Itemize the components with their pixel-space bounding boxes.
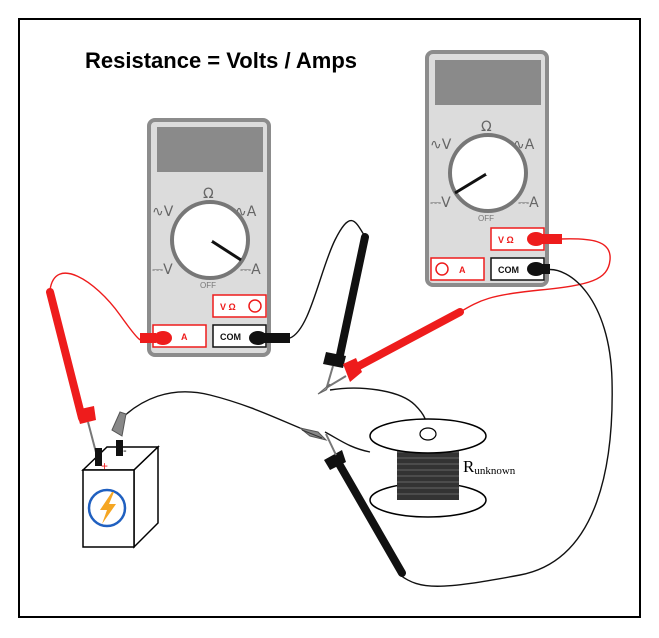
black-wire-battery-resistor <box>119 391 306 431</box>
ac-volts-label: ∿V <box>152 204 174 220</box>
ac-volts-label: ∿V <box>430 137 452 153</box>
battery-negative-clip <box>111 411 127 437</box>
meter-display <box>435 60 541 105</box>
multimeter-right: Ω ∿V ∿A ⎓V ⎓A OFF V Ω A COM <box>425 50 549 287</box>
ohm-symbol: Ω <box>203 186 214 202</box>
black-plug-right <box>527 262 550 276</box>
black-probe-lower[interactable] <box>324 433 406 577</box>
black-wire-left-com <box>289 219 365 339</box>
dc-amps-label: ⎓A <box>518 195 539 211</box>
v-ohm-jack-socket <box>248 299 262 313</box>
battery-negative-terminal[interactable] <box>116 440 123 456</box>
amps-jack-label: A <box>459 265 466 275</box>
red-probe-battery[interactable] <box>46 288 99 461</box>
black-probe-upper[interactable] <box>323 233 369 391</box>
dc-amps-label: ⎓A <box>240 262 261 278</box>
battery-positive-terminal[interactable] <box>95 448 102 466</box>
resistor-label-sub: unknown <box>474 465 515 477</box>
selector-pointer <box>209 238 242 262</box>
amps-jack[interactable] <box>430 257 485 281</box>
off-label: OFF <box>478 214 494 223</box>
resistor-label-main: R <box>463 457 475 476</box>
black-wire-right-com <box>399 268 613 587</box>
off-label: OFF <box>200 281 216 290</box>
selector-pointer <box>454 171 489 195</box>
red-wire-right <box>459 238 611 313</box>
probe-junction <box>317 383 331 395</box>
dc-volts-label: ⎓V <box>430 195 451 211</box>
spool-hole <box>419 427 437 441</box>
amps-jack-label: A <box>181 332 188 342</box>
resistor-label: Runknown <box>463 457 516 477</box>
multimeter-left: Ω ∿V ∿A ⎓V ⎓A OFF V Ω A COM <box>147 118 271 357</box>
red-plug-right <box>527 232 562 246</box>
com-jack-label: COM <box>220 332 241 342</box>
battery: + - <box>81 411 160 549</box>
red-probe-right[interactable] <box>325 308 464 389</box>
alligator-clip-resistor <box>299 427 328 441</box>
page-title: Resistance = Volts / Amps <box>85 48 357 73</box>
red-plug-left <box>140 331 172 345</box>
ohm-symbol: Ω <box>481 119 492 135</box>
v-ohm-jack-label: V Ω <box>220 302 236 312</box>
amps-jack-socket <box>435 262 449 276</box>
selector-hub <box>207 237 213 243</box>
lightning-bolt-icon <box>100 492 116 524</box>
com-jack-label: COM <box>498 265 519 275</box>
meter-display <box>157 127 263 172</box>
battery-minus-label: - <box>123 445 127 457</box>
resistor-bottom-lead <box>324 431 371 453</box>
v-ohm-jack-label: V Ω <box>498 235 514 245</box>
dc-volts-label: ⎓V <box>152 262 173 278</box>
resistor-spool: Runknown <box>369 418 516 518</box>
black-plug-left <box>249 331 290 345</box>
battery-plus-label: + <box>101 459 108 473</box>
selector-hub <box>485 170 491 176</box>
